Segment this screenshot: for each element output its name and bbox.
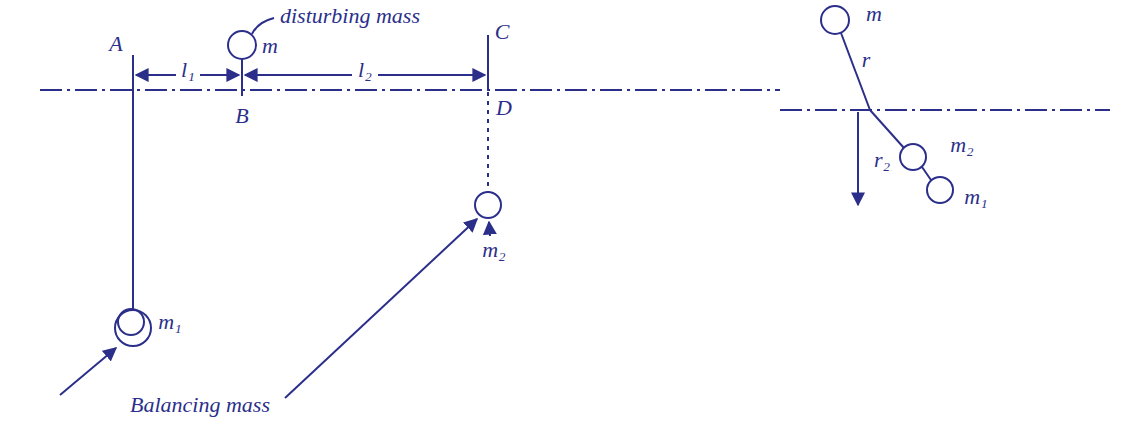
label-holder: B xyxy=(235,104,248,128)
balancing-mass-circle xyxy=(118,309,144,335)
rotation-arrow xyxy=(857,112,859,205)
dimension-label: l₂ xyxy=(358,57,372,82)
plane-b-line xyxy=(241,59,243,96)
label-holder: m₂ xyxy=(482,238,506,262)
plane-label: D xyxy=(496,95,512,120)
balancing-mass-circle xyxy=(900,144,926,170)
note-label: Balancing mass xyxy=(130,392,270,417)
mass-label: m₁ xyxy=(158,309,182,334)
label-holder: r xyxy=(862,48,871,72)
label-holder: m₁ xyxy=(158,310,182,334)
mass-label: m xyxy=(866,1,882,26)
label-holder: m₂ xyxy=(950,133,974,157)
disturbing-mass-circle xyxy=(821,6,849,34)
balancing-mass-circle xyxy=(475,192,501,218)
leader-line xyxy=(489,222,490,236)
radius-label: r₂ xyxy=(874,147,890,172)
label-holder: m xyxy=(866,2,882,26)
leader-line xyxy=(285,219,477,398)
label-holder: D xyxy=(496,96,512,120)
end-view-axis xyxy=(780,109,1110,111)
label-holder: A xyxy=(109,32,122,56)
mass-label: m₂ xyxy=(950,132,974,157)
leader-line xyxy=(252,18,274,34)
plane-label: A xyxy=(109,31,122,56)
radius-line xyxy=(841,33,870,110)
radius-label: r xyxy=(862,47,871,72)
dimension-line xyxy=(245,74,352,76)
plane-label: C xyxy=(495,19,510,44)
plane-c-line xyxy=(487,35,489,90)
dimension-line xyxy=(136,74,176,76)
label-holder: l₂ xyxy=(358,58,372,82)
label-holder: m₁ xyxy=(964,185,988,209)
dimension-label: l₁ xyxy=(181,57,195,82)
label-holder: C xyxy=(495,20,510,44)
plane-label: B xyxy=(235,103,248,128)
label-holder: r₂ xyxy=(874,148,890,172)
radius-line xyxy=(870,110,904,148)
disturbing-mass-circle xyxy=(228,31,256,59)
plane-a-line xyxy=(132,55,134,310)
mass-label: m xyxy=(262,33,278,58)
balancing-mass-circle xyxy=(927,177,953,203)
dimension-line xyxy=(200,74,239,76)
dimension-line xyxy=(378,74,485,76)
mass-label: m₂ xyxy=(482,237,506,262)
label-holder: Balancing mass xyxy=(130,393,270,417)
radius-line xyxy=(922,167,931,180)
balancing-mass-circle xyxy=(115,310,151,346)
leader-line xyxy=(60,348,116,395)
label-holder: disturbing mass xyxy=(280,4,420,28)
note-label: disturbing mass xyxy=(280,3,420,28)
plane-c-line xyxy=(487,92,489,192)
label-holder: m xyxy=(262,34,278,58)
label-holder: l₁ xyxy=(181,58,195,82)
shaft-axis xyxy=(40,89,780,91)
mass-label: m₁ xyxy=(964,184,988,209)
